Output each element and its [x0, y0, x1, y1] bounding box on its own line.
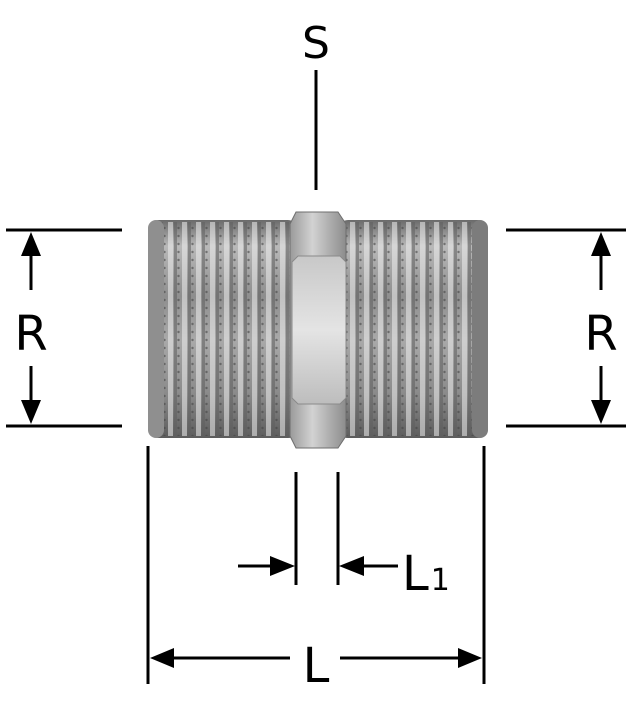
- arrow-down-icon: [21, 400, 41, 424]
- dimension-r-left: R: [6, 228, 122, 428]
- arrow-down-icon: [591, 400, 611, 424]
- arrow-left-icon: [339, 556, 364, 576]
- arrow-right-icon: [458, 648, 482, 668]
- dimension-r-right: R: [506, 228, 626, 428]
- label-l: L: [303, 638, 330, 694]
- label-l1-main: L: [402, 546, 429, 602]
- label-r-right: R: [584, 306, 617, 362]
- arrow-up-icon: [591, 232, 611, 256]
- arrow-right-icon: [270, 556, 295, 576]
- label-l1: L1: [402, 546, 450, 602]
- label-l1-subscript: 1: [431, 563, 450, 598]
- label-r-left: R: [14, 306, 47, 362]
- dimension-s: S: [302, 18, 330, 190]
- dimension-l: L: [146, 446, 486, 694]
- arrow-up-icon: [21, 232, 41, 256]
- dimension-l1: L1: [238, 472, 450, 602]
- arrow-left-icon: [150, 648, 174, 668]
- fitting-body: [148, 211, 488, 449]
- label-s: S: [302, 18, 330, 69]
